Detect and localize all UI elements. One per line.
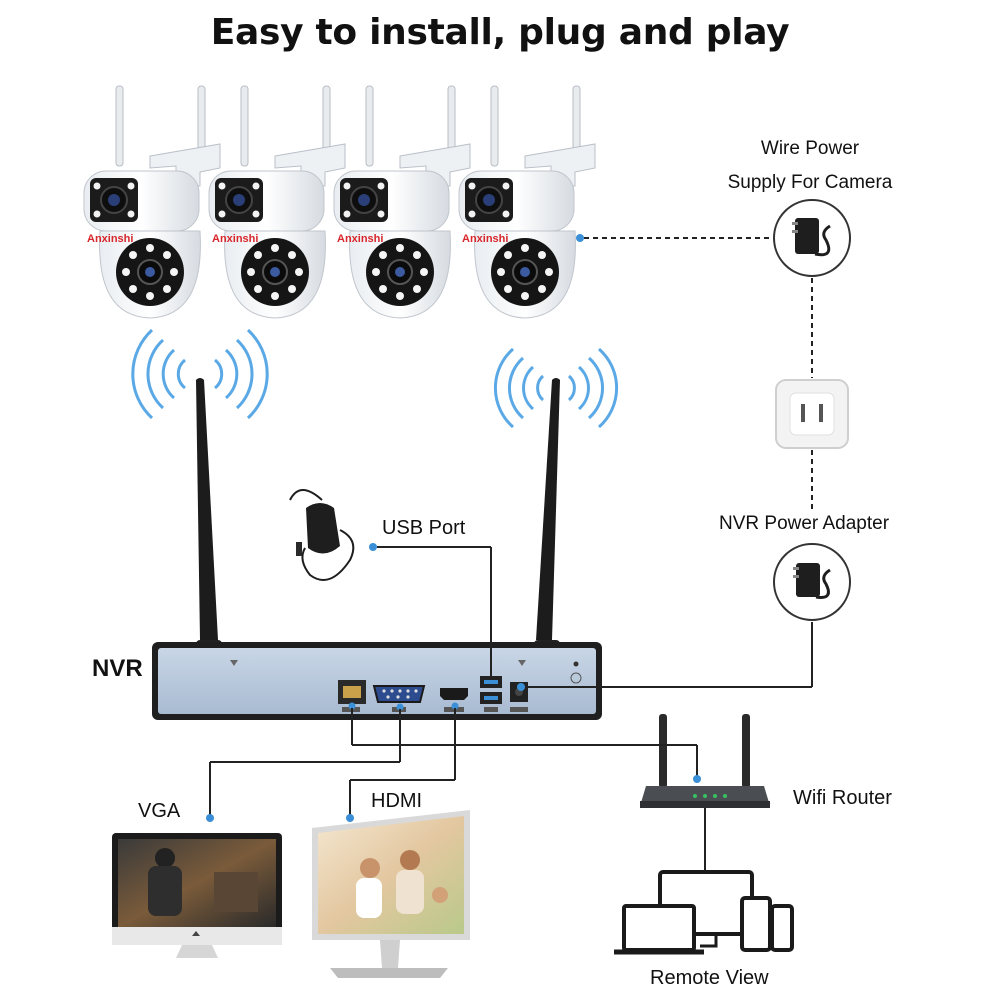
wire-power-label-line1: Wire Power (760, 138, 860, 159)
wall-outlet (775, 379, 849, 449)
hdmi-monitor (312, 810, 470, 978)
remote-view-devices-icon (614, 870, 794, 955)
wifi-signal-right-icon (493, 347, 619, 429)
lan-line (348, 702, 701, 783)
camera-4 (458, 85, 596, 319)
camera-1-brand: Anxinshi (87, 233, 133, 245)
nvr-label: NVR (92, 655, 143, 682)
hdmi-label: HDMI (371, 790, 423, 812)
wifi-router-label: Wifi Router (793, 787, 892, 809)
camera-2-brand: Anxinshi (212, 233, 258, 245)
vga-line (206, 703, 404, 822)
camera-3-brand: Anxinshi (337, 233, 383, 245)
usb-line (369, 543, 492, 680)
camera-1 (83, 85, 221, 319)
usb-mouse-icon (289, 489, 355, 581)
usb-port-label: USB Port (382, 517, 466, 539)
vga-monitor (112, 833, 282, 958)
nvr-box (152, 642, 602, 720)
nvr-power-adapter-label: NVR Power Adapter (719, 513, 890, 534)
camera-power-line (576, 234, 813, 687)
nvr-antenna-left (196, 378, 222, 682)
vga-label: VGA (138, 800, 181, 822)
wifi-router-icon (640, 714, 770, 808)
camera-power-adapter (773, 199, 851, 277)
camera-2 (208, 85, 346, 319)
wifi-signal-left-icon (131, 328, 269, 420)
nvr-power-adapter-icon (773, 543, 851, 621)
hdmi-line (346, 702, 459, 822)
usb-ports (480, 676, 502, 712)
remote-view-label: Remote View (650, 967, 769, 989)
camera-3 (333, 85, 471, 319)
nvr-antenna-right (534, 378, 560, 682)
wire-power-label-line2: Supply For Camera (727, 172, 893, 193)
page-title: Easy to install, plug and play (210, 12, 790, 53)
camera-4-brand: Anxinshi (462, 233, 508, 245)
nvr-power-line (517, 683, 812, 691)
